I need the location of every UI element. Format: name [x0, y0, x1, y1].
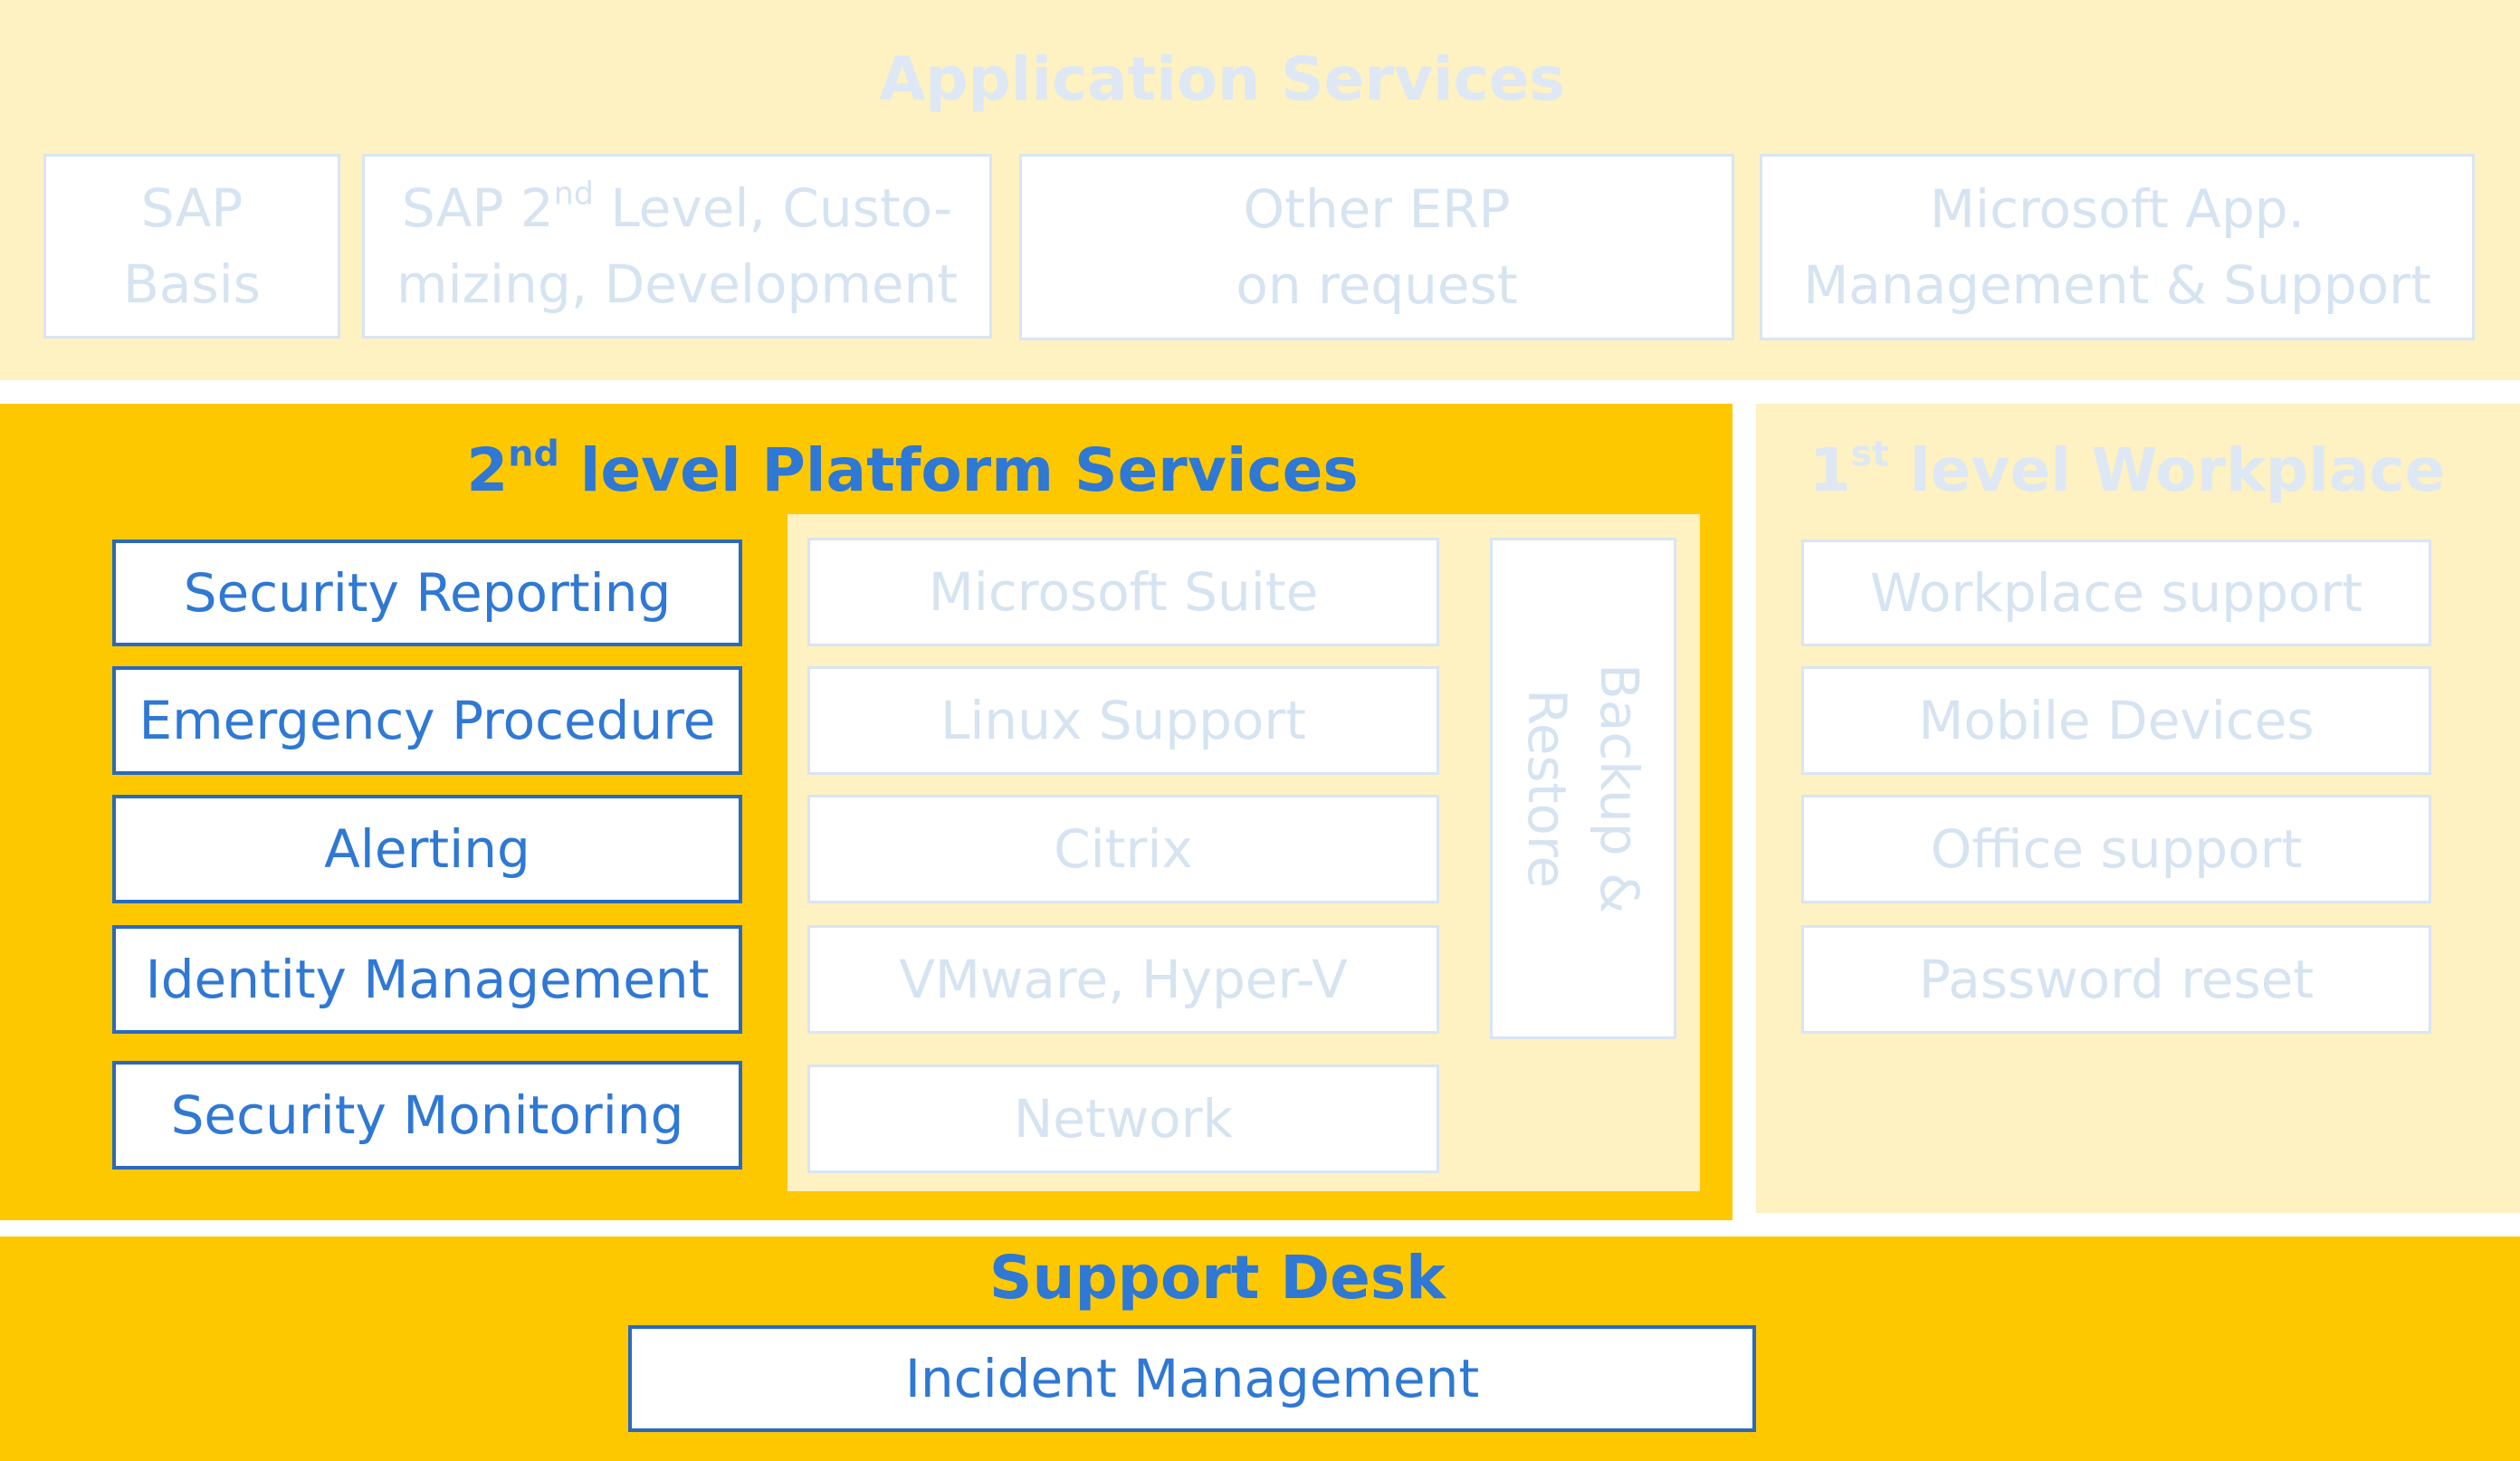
incident-management-box: Incident Management	[628, 1325, 1756, 1432]
workplace-support-box: Workplace support	[1801, 540, 2431, 646]
citrix-box: Citrix	[807, 795, 1439, 903]
other-erp-line2: on request	[1236, 254, 1518, 316]
microsoft-app-box: Microsoft App. Management & Support	[1760, 154, 2475, 340]
platform-services-title: 2nd level Platform Services	[466, 433, 1359, 505]
workplace-title: 1st level Workplace	[1809, 433, 2446, 505]
sap-2nd-level-line1: SAP 2nd Level, Custo-	[401, 176, 953, 239]
backup-restore-box: Backup &Restore	[1490, 538, 1676, 1039]
office-support-box: Office support	[1801, 795, 2431, 903]
password-reset-box: Password reset	[1801, 925, 2431, 1034]
emergency-procedure-box: Emergency Procedure	[112, 666, 742, 775]
sap-2nd-level-box: SAP 2nd Level, Custo- mizing, Developmen…	[362, 154, 992, 339]
backup-restore-label: Backup &Restore	[1516, 663, 1650, 914]
microsoft-app-line1: Microsoft App.	[1929, 178, 2305, 240]
linux-support-box: Linux Support	[807, 666, 1439, 775]
security-monitoring-box: Security Monitoring	[112, 1061, 742, 1170]
identity-management-box: Identity Management	[112, 925, 742, 1034]
other-erp-line1: Other ERP	[1243, 178, 1511, 240]
sap-basis-line2: Basis	[123, 253, 261, 315]
vmware-hyperv-box: VMware, Hyper-V	[807, 925, 1439, 1034]
network-box: Network	[807, 1065, 1439, 1173]
alerting-box: Alerting	[112, 795, 742, 903]
other-erp-box: Other ERP on request	[1019, 154, 1734, 340]
sap-basis-box: SAP Basis	[43, 154, 340, 339]
application-services-title: Application Services	[879, 44, 1565, 114]
mobile-devices-box: Mobile Devices	[1801, 666, 2431, 775]
support-desk-title: Support Desk	[988, 1243, 1446, 1313]
security-reporting-box: Security Reporting	[112, 540, 742, 646]
microsoft-suite-box: Microsoft Suite	[807, 538, 1439, 646]
sap-2nd-level-line2: mizing, Development	[396, 253, 959, 315]
sap-basis-line1: SAP	[140, 177, 243, 239]
microsoft-app-line2: Management & Support	[1803, 254, 2431, 316]
